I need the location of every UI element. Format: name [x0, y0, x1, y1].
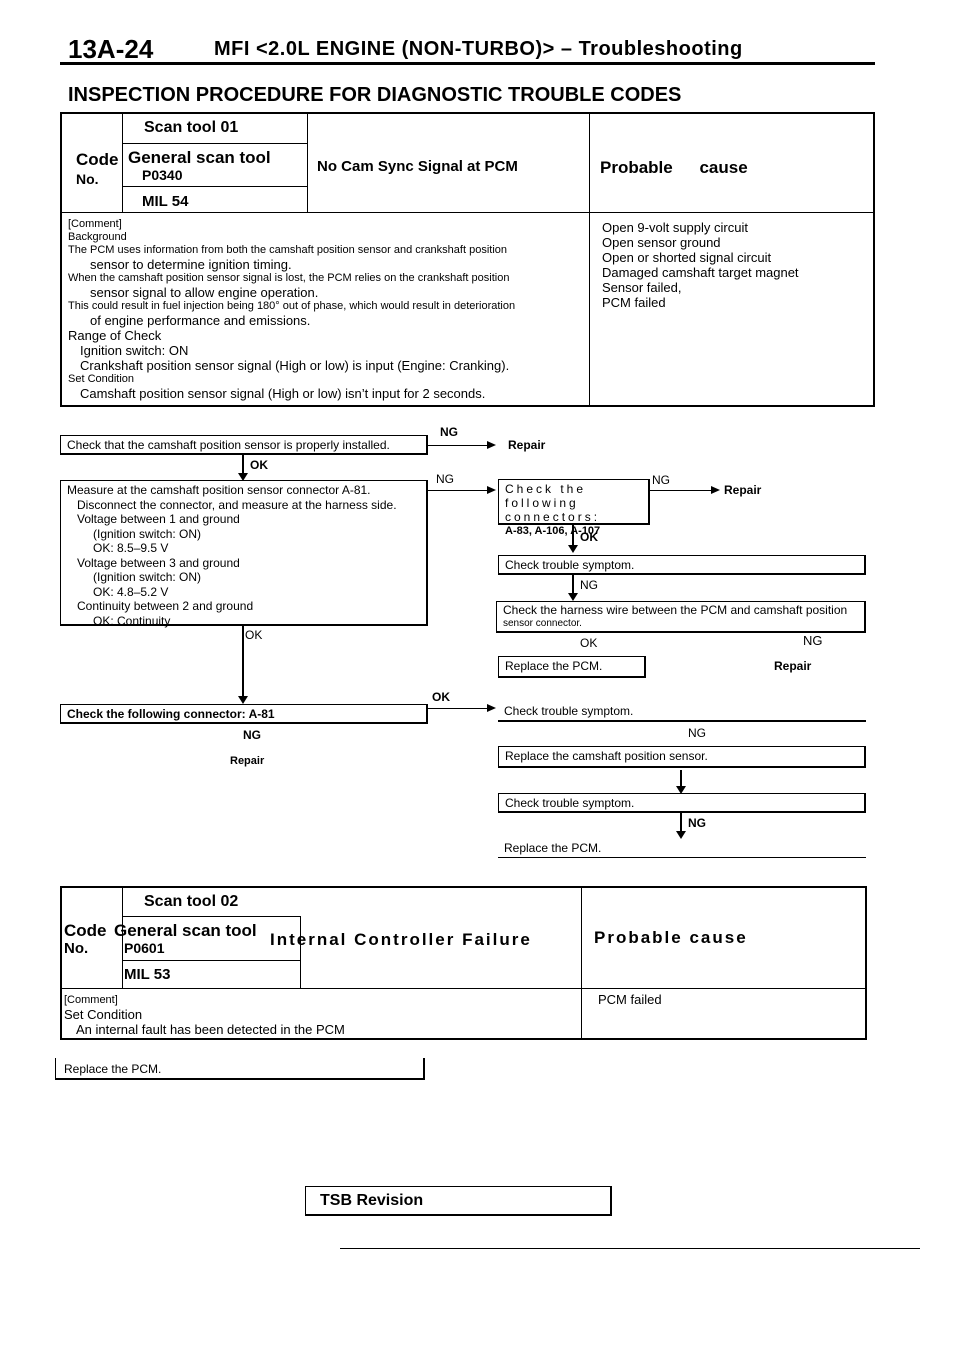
step-measure-connector: Measure at the camshaft position sensor …: [60, 480, 428, 628]
step-replace-pcm: Replace the PCM.: [498, 656, 646, 678]
header-rule: [60, 62, 875, 65]
comment-block: [Comment] Background The PCM uses inform…: [68, 218, 583, 401]
set-condition-item: An internal fault has been detected in t…: [76, 1022, 345, 1037]
code-label: Code: [76, 150, 119, 169]
ok-label: OK: [580, 530, 598, 544]
background-line: This could result in fuel injection bein…: [68, 300, 516, 312]
ng-label: NG: [243, 728, 261, 742]
ng-label: NG: [440, 425, 458, 439]
set-condition-label: Set Condition: [64, 1007, 143, 1022]
ok-label: OK: [250, 458, 268, 472]
probable-cause-label: Probable cause: [600, 158, 748, 177]
probable-causes-list: PCM failed: [598, 992, 662, 1007]
mil-code: MIL 53: [124, 966, 171, 983]
arrow-down: [238, 455, 248, 481]
dtc-description: Internal Controller Failure: [270, 930, 532, 949]
no-label: No.: [76, 171, 99, 187]
section-title: INSPECTION PROCEDURE FOR DIAGNOSTIC TROU…: [68, 84, 682, 106]
dtc-table-p0340: Scan tool 01 Code No. General scan tool …: [60, 112, 875, 407]
ng-label: NG: [688, 726, 706, 740]
no-label: No.: [64, 940, 89, 957]
ng-label: NG: [688, 816, 706, 830]
mil-code: MIL 54: [142, 193, 189, 210]
dtc-code: P0601: [124, 940, 165, 956]
repair-label: Repair: [724, 483, 762, 497]
arrow-right: [650, 486, 720, 494]
dtc-description: No Cam Sync Signal at PCM: [317, 158, 518, 175]
page-header-title: MFI <2.0L ENGINE (NON-TURBO)> – Troubles…: [214, 38, 743, 60]
scan-tool-label: Scan tool 01: [144, 119, 239, 136]
comment-block: [Comment] Set Condition An internal faul…: [64, 994, 564, 1037]
cause-item: Sensor failed,: [602, 280, 682, 295]
repair-label: Repair: [508, 438, 546, 452]
background-line: When the camshaft position sensor signal…: [68, 272, 510, 284]
arrow-down: [676, 770, 686, 794]
arrow-down: [238, 626, 248, 704]
background-line: of engine performance and emissions.: [90, 313, 311, 328]
ng-label: NG: [580, 578, 598, 592]
background-line: The PCM uses information from both the c…: [68, 244, 507, 256]
repair-label: Repair: [774, 659, 812, 673]
set-condition-item: Camshaft position sensor signal (High or…: [80, 386, 486, 401]
cause-item: Open 9-volt supply circuit: [602, 220, 748, 235]
cause-item: PCM failed: [598, 992, 662, 1007]
cause-item: Damaged camshaft target magnet: [602, 265, 799, 280]
cause-item: Open sensor ground: [602, 235, 721, 250]
set-condition-label: Set Condition: [68, 373, 135, 385]
footer-rule: [340, 1248, 920, 1249]
general-scan-tool-label: General scan tool: [114, 921, 257, 940]
step-check-symptom-2: Check trouble symptom.: [498, 702, 866, 722]
background-line: sensor to determine ignition timing.: [90, 257, 292, 272]
range-label: Range of Check: [68, 328, 162, 343]
tsb-revision-label: TSB Revision: [320, 1192, 424, 1209]
arrow-down: [676, 813, 686, 839]
dtc-table-p0601: Scan tool 02 Code No. General scan tool …: [60, 886, 867, 1040]
comment-label: [Comment]: [64, 994, 118, 1006]
arrow-right: [428, 704, 496, 712]
arrow-down: [568, 575, 578, 601]
arrow-down: [568, 525, 578, 553]
cause-item: PCM failed: [602, 295, 666, 310]
ok-label: OK: [580, 636, 598, 650]
arrow-right: [428, 441, 496, 449]
step-replace-pcm-final: Replace the PCM.: [55, 1058, 425, 1080]
probable-causes-list: Open 9-volt supply circuit Open sensor g…: [602, 220, 872, 310]
range-item: Ignition switch: ON: [80, 343, 189, 358]
background-label: Background: [68, 231, 127, 243]
step-replace-sensor: Replace the camshaft position sensor.: [498, 746, 866, 768]
step-check-symptom: Check trouble symptom.: [498, 555, 866, 575]
range-item: Crankshaft position sensor signal (High …: [80, 358, 510, 373]
dtc-code: P0340: [142, 167, 183, 183]
probable-cause-label: Probable cause: [594, 928, 748, 947]
general-scan-tool-label: General scan tool: [128, 148, 271, 167]
step-check-sensor-installed: Check that the camshaft position sensor …: [60, 435, 428, 455]
ng-label: NG: [803, 633, 823, 648]
ng-label: NG: [652, 473, 670, 487]
step-check-symptom-3: Check trouble symptom.: [498, 793, 866, 813]
step-replace-pcm-2: Replace the PCM.: [498, 840, 866, 858]
ok-label: OK: [245, 628, 263, 642]
code-label: Code: [64, 921, 107, 940]
step-check-connectors: Check the following connectors: A-83, A-…: [498, 479, 650, 537]
page-number: 13A-24: [68, 34, 154, 64]
tsb-revision-box: TSB Revision: [305, 1186, 612, 1216]
ok-label: OK: [432, 690, 450, 704]
ng-label: NG: [436, 472, 454, 486]
scan-tool-label: Scan tool 02: [144, 893, 239, 910]
repair-label: Repair: [230, 755, 265, 767]
cause-item: Open or shorted signal circuit: [602, 250, 772, 265]
step-check-harness: Check the harness wire between the PCM a…: [496, 601, 866, 633]
arrow-right: [428, 486, 496, 494]
comment-label: [Comment]: [68, 218, 122, 230]
background-line: sensor signal to allow engine operation.: [90, 285, 319, 300]
step-check-connector-a81: Check the following connector: A-81: [60, 704, 428, 724]
